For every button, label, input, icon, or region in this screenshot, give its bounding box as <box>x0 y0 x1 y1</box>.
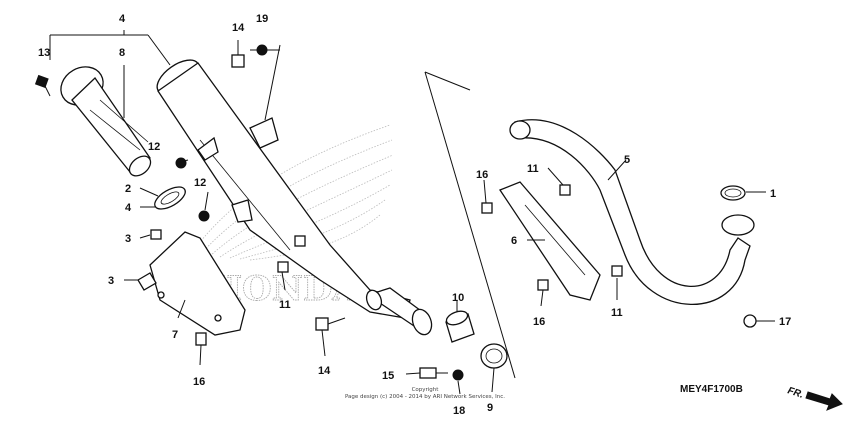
diagram-code: MEY4F1700B <box>680 384 743 395</box>
bolt-16-mid <box>537 279 549 291</box>
label-4-top: 4 <box>119 13 126 25</box>
front-arrow: FR. <box>786 385 843 411</box>
bolt-16-left <box>195 332 207 346</box>
label-16-left: 16 <box>193 376 205 388</box>
label-6: 6 <box>511 235 517 247</box>
clip-11b <box>277 261 289 273</box>
label-12-mid: 12 <box>194 177 206 189</box>
label-3-top: 3 <box>125 233 131 245</box>
copyright-line-2: Page design (c) 2004 - 2014 by ARI Netwo… <box>345 394 505 400</box>
label-5: 5 <box>624 154 630 166</box>
washer-18 <box>452 369 464 381</box>
bolt-12b <box>198 210 210 222</box>
bolt-14-top <box>231 40 245 68</box>
label-11-left: 11 <box>279 299 291 311</box>
label-10: 10 <box>452 292 464 304</box>
leader-lines <box>49 30 775 395</box>
label-8: 8 <box>119 47 125 59</box>
tail-cap <box>60 66 152 177</box>
clip-11c <box>559 184 571 196</box>
bolt-13 <box>34 74 51 97</box>
label-17: 17 <box>779 316 791 328</box>
label-14-bottom: 14 <box>318 365 331 377</box>
pipe-protector <box>499 181 601 301</box>
gasket-10 <box>445 310 475 343</box>
bolt-15 <box>419 367 448 379</box>
label-7: 7 <box>172 329 178 341</box>
label-4-mid: 4 <box>125 202 132 214</box>
label-1: 1 <box>770 188 776 200</box>
arrow-icon <box>805 391 843 411</box>
label-15: 15 <box>382 370 394 382</box>
label-3-bottom: 3 <box>108 275 114 287</box>
bracket-c <box>249 117 279 149</box>
label-2: 2 <box>125 183 131 195</box>
bracket-a <box>197 136 219 161</box>
gasket-1 <box>720 185 746 201</box>
bracket-b <box>231 199 253 223</box>
label-9: 9 <box>487 402 493 414</box>
label-14-top: 14 <box>232 22 245 34</box>
bolt-14-bottom <box>315 317 346 331</box>
clip-3a <box>150 229 162 240</box>
exhaust-pipe <box>509 119 755 305</box>
bolt-16-top <box>481 202 493 214</box>
nut-17 <box>743 314 757 328</box>
clip-11a <box>294 235 306 247</box>
joint-pipe <box>365 287 433 336</box>
heat-protector <box>149 231 246 336</box>
label-11-right: 11 <box>611 307 623 319</box>
part-labels: 4 13 8 14 19 12 2 12 4 3 3 7 16 11 14 10… <box>38 13 791 417</box>
label-18: 18 <box>453 405 465 417</box>
clamp-9 <box>480 343 508 369</box>
clip-3b <box>137 272 157 291</box>
label-16-right: 16 <box>533 316 545 328</box>
label-12-top: 12 <box>148 141 160 153</box>
clip-11d <box>611 265 623 277</box>
gasket-2 <box>154 186 186 210</box>
label-19: 19 <box>256 13 268 25</box>
label-11-top: 11 <box>527 163 539 175</box>
label-13: 13 <box>38 47 50 59</box>
front-label: FR. <box>786 385 805 400</box>
copyright-line-1: Copyright <box>412 387 440 393</box>
label-16-top: 16 <box>476 169 488 181</box>
